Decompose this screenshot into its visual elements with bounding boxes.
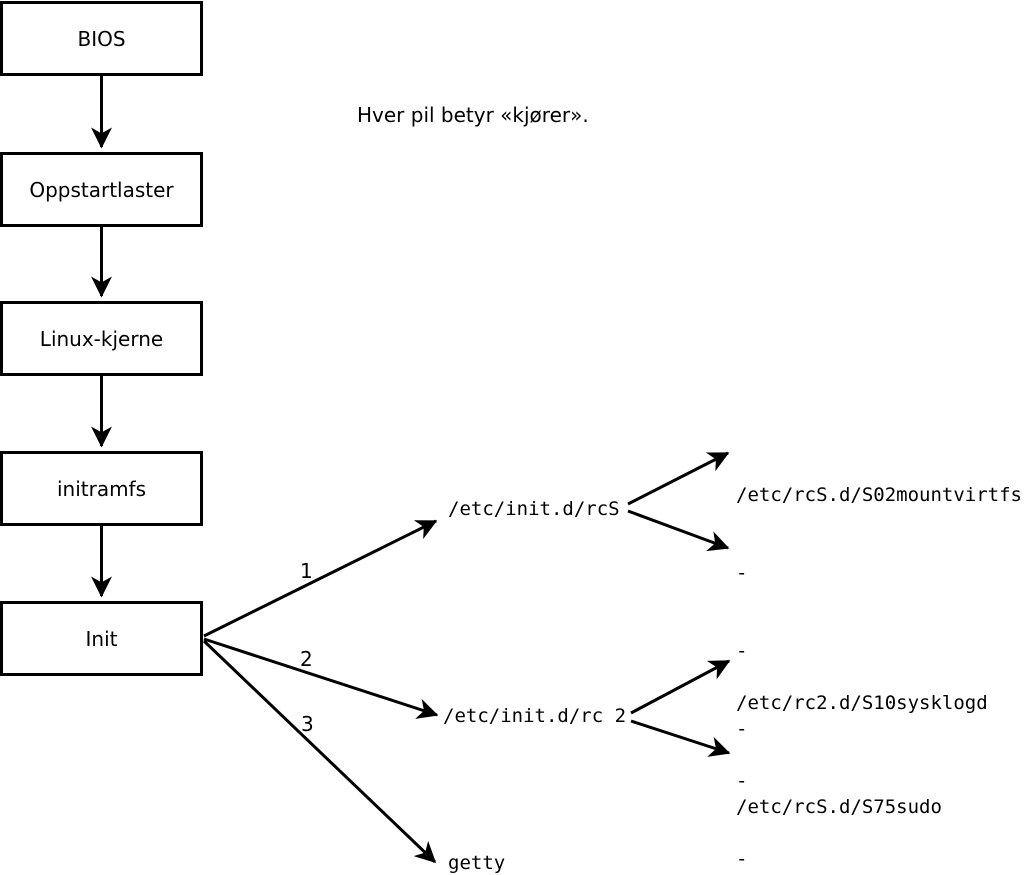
- box-oppstartlaster-label: Oppstartlaster: [29, 177, 174, 202]
- getty-label: getty: [448, 852, 506, 874]
- arrow-rcs-to-first-script: [627, 451, 730, 506]
- branch-number-1: 1: [300, 559, 313, 583]
- rcs-script-label: /etc/init.d/rcS: [448, 498, 620, 520]
- rcs-last-script: /etc/rcS.d/S75sudo: [736, 796, 942, 818]
- box-bios-label: BIOS: [77, 26, 126, 51]
- box-initramfs: initramfs: [0, 451, 203, 526]
- box-initramfs-label: initramfs: [56, 476, 147, 501]
- box-bios: BIOS: [0, 1, 203, 76]
- arrow-init-to-getty: [202, 639, 437, 864]
- arrow-meaning-note: Hver pil betyr «kjører».: [357, 103, 589, 127]
- arrow-init-to-rc2: [203, 637, 439, 719]
- box-init-label: Init: [85, 626, 118, 651]
- ellipsis-dash: -: [736, 848, 748, 870]
- rc2-first-script: /etc/rc2.d/S10sysklogd: [736, 692, 988, 714]
- ellipsis-dash: -: [736, 770, 748, 792]
- arrow-rc2-to-last-script: [630, 719, 731, 757]
- rc2-scripts-list: /etc/rc2.d/S10sysklogd - - - /etc/rc2.d/…: [736, 638, 988, 875]
- rcs-first-script: /etc/rcS.d/S02mountvirtfs: [736, 484, 1022, 506]
- box-linux-kjerne: Linux-kjerne: [0, 301, 203, 376]
- arrow-rc2-to-first-script: [630, 659, 731, 715]
- ellipsis-dash: -: [736, 640, 748, 662]
- arrow-rcs-to-last-script: [627, 509, 730, 552]
- box-linux-kjerne-label: Linux-kjerne: [39, 326, 164, 351]
- rcs-scripts-list: /etc/rcS.d/S02mountvirtfs - - - /etc/rcS…: [736, 430, 1022, 872]
- box-oppstartlaster: Oppstartlaster: [0, 152, 203, 227]
- box-init: Init: [0, 601, 203, 676]
- ellipsis-dash: -: [736, 718, 748, 740]
- rc2-script-label: /etc/init.d/rc 2: [443, 705, 627, 727]
- branch-number-3: 3: [301, 712, 314, 736]
- arrow-init-to-rcs: [203, 519, 438, 638]
- ellipsis-dash: -: [736, 562, 748, 584]
- branch-number-2: 2: [300, 647, 313, 671]
